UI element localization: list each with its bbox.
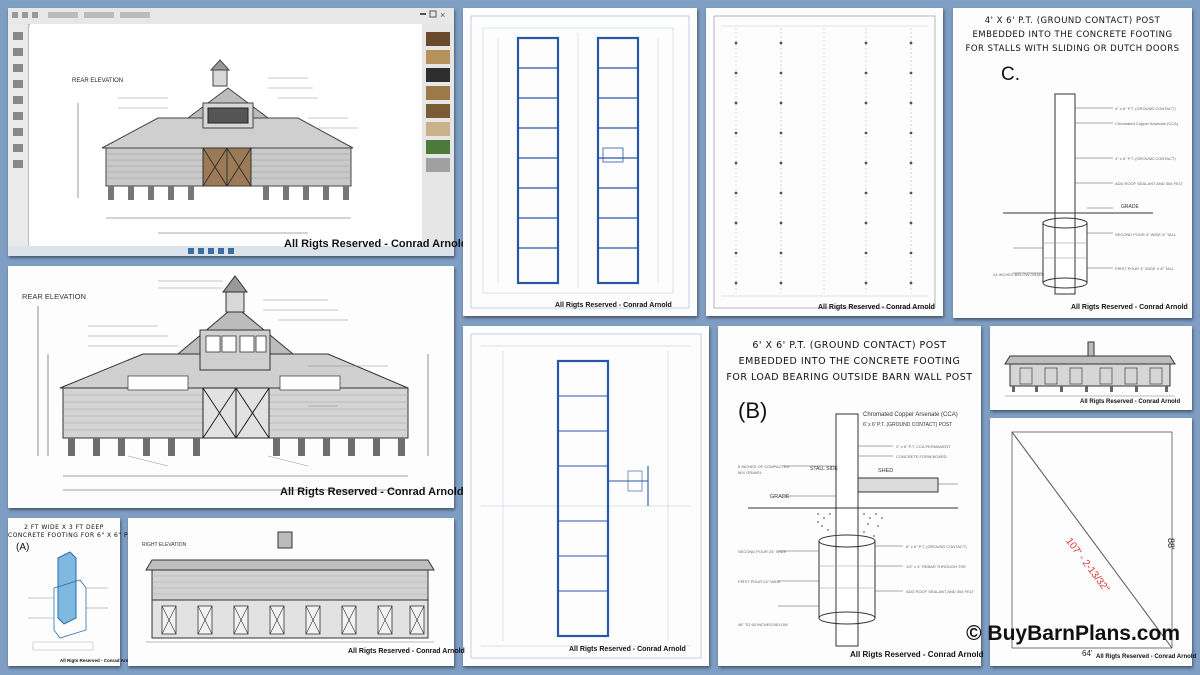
rear-elevation-drawing-large <box>37 275 429 491</box>
footing-detail-a-tile: 2 FT WIDE X 3 FT DEEP CONCRETE FOOTING F… <box>8 518 142 666</box>
floor-plan-tile-2: All Rigts Reserved - Conrad Arnold <box>463 326 709 666</box>
post-b-cca-label: Chromated Copper Arsenate (CCA) <box>863 412 958 418</box>
diagonal-dimension-tile: 107' - 2-13/32" 88' 64' All Rigts Reserv… <box>990 418 1196 666</box>
svg-text:SECOND POUR 24" WIDE: SECOND POUR 24" WIDE <box>738 549 787 554</box>
svg-text:×: × <box>440 10 445 20</box>
svg-text:ADD ROOF SEALANT AND 30# FELT: ADD ROOF SEALANT AND 30# FELT <box>906 589 975 594</box>
svg-text:6" x 6" P.T. (GROUND CONTACT): 6" x 6" P.T. (GROUND CONTACT) <box>906 544 967 549</box>
left-tool-icons <box>13 32 23 168</box>
floor-plan-drawing-2 <box>470 333 702 659</box>
post-b-stall-label: STALL SIDE <box>810 466 838 472</box>
watermark-4: All Rigts Reserved - Conrad Arnold <box>1071 304 1188 311</box>
app-right-panel <box>421 24 454 246</box>
svg-text:48" TO 60 INCHES BELOW: 48" TO 60 INCHES BELOW <box>738 622 788 627</box>
post-c-drawing: 4" x 6" P.T. (GROUND CONTACT) Chromated C… <box>993 93 1184 295</box>
watermark-8: All Rigts Reserved - Conrad Arnold <box>1080 399 1181 405</box>
right-elevation-tile: RIGHT ELEVATION All Rigts Reserved - Con… <box>128 518 465 666</box>
app-left-toolbar <box>8 24 29 246</box>
floor-plan-tile-1: All Rigts Reserved - Conrad Arnold <box>463 8 697 316</box>
watermark-3: All Rigts Reserved - Conrad Arnold <box>818 304 935 311</box>
footing-a-letter: (A) <box>16 542 30 553</box>
side-elevation-small-drawing <box>1004 341 1176 397</box>
post-b-title-1: 6' X 6' P.T. (GROUND CONTACT) POST <box>752 340 947 351</box>
footing-a-title-2: CONCRETE FOOTING FOR 6" X 6" POST <box>8 532 142 539</box>
post-detail-c-tile: 4' X 6' P.T. (GROUND CONTACT) POST EMBED… <box>953 8 1192 318</box>
post-b-letter: (B) <box>738 398 768 423</box>
post-b-title-2: EMBEDDED INTO THE CONCRETE FOOTING <box>738 356 961 367</box>
svg-text:4" x 6" P.T. (GROUND CONTACT): 4" x 6" P.T. (GROUND CONTACT) <box>1115 106 1176 111</box>
post-b-shed-label: SHED <box>878 468 894 474</box>
post-b-title-3: FOR LOAD BEARING OUTSIDE BARN WALL POST <box>726 372 973 383</box>
svg-text:SECOND POUR 4" WIDE 8" TALL: SECOND POUR 4" WIDE 8" TALL <box>1115 232 1177 237</box>
copyright-text: © BuyBarnPlans.com <box>966 622 1180 645</box>
svg-text:CONCRETE FORM BOARD: CONCRETE FORM BOARD <box>896 454 947 459</box>
right-elevation-drawing <box>145 531 435 643</box>
rear-elevation-drawing-small: REAR ELEVATION <box>8 24 454 256</box>
svg-text:REAR ELEVATION: REAR ELEVATION <box>72 78 123 84</box>
watermark-11: All Rigts Reserved - Conrad Arnold <box>348 648 465 655</box>
post-b-drawing: 2" x 6" P.T. CCA PERMANENT CONCRETE FORM … <box>738 413 975 647</box>
svg-text:24 INCHES BELOW GRADE: 24 INCHES BELOW GRADE <box>993 272 1045 277</box>
diagonal-width-label: 64' <box>1082 649 1093 658</box>
watermark-9: All Rigts Reserved - Conrad Arnold <box>1096 654 1197 660</box>
watermark-6: All Rigts Reserved - Conrad Arnold <box>569 646 686 653</box>
diagonal-drawing <box>1011 431 1173 649</box>
floor-plan-drawing-1 <box>470 15 690 309</box>
svg-text:2" x 6" P.T. CCA PERMANENT: 2" x 6" P.T. CCA PERMANENT <box>896 444 951 449</box>
watermark-7: All Rigts Reserved - Conrad Arnold <box>850 650 984 659</box>
watermark-5: All Rigts Reserved - Conrad Arnold <box>280 486 464 498</box>
diagonal-height-label: 88' <box>1166 538 1176 550</box>
software-screenshot-tile: × REAR ELEVATION <box>8 8 468 256</box>
svg-text:ADD ROOF SEALANT AND 30# FELT: ADD ROOF SEALANT AND 30# FELT <box>1115 181 1184 186</box>
svg-text:FIRST POUR 24" WIDE: FIRST POUR 24" WIDE <box>738 579 781 584</box>
side-elevation-small-tile: All Rigts Reserved - Conrad Arnold <box>990 326 1192 410</box>
watermark-2: All Rigts Reserved - Conrad Arnold <box>555 302 672 309</box>
right-elevation-label: RIGHT ELEVATION <box>142 542 187 548</box>
toolbar-icons: × <box>12 10 445 20</box>
svg-text:6 INCHES OF COMPACTED: 6 INCHES OF COMPACTED <box>738 464 790 469</box>
svg-text:Chromated Copper Arsenate (CCA: Chromated Copper Arsenate (CCA) <box>1115 121 1179 126</box>
watermark-1: All Rigts Reserved - Conrad Arnold <box>284 238 468 250</box>
svg-text:1/2" x 4" REBAR THROUGH THE: 1/2" x 4" REBAR THROUGH THE <box>906 564 966 569</box>
footing-a-drawing <box>28 551 108 651</box>
svg-text:4" x 6" P.T. (GROUND CONTACT): 4" x 6" P.T. (GROUND CONTACT) <box>1115 156 1176 161</box>
post-b-post-label: 6' x 6' P.T. (GROUND CONTACT) POST <box>863 422 953 428</box>
rear-elevation-label: REAR ELEVATION <box>22 292 86 301</box>
foundation-plan-tile: All Rigts Reserved - Conrad Arnold <box>706 8 943 316</box>
footing-a-title-1: 2 FT WIDE X 3 FT DEEP <box>24 524 104 531</box>
post-c-title-3: FOR STALLS WITH SLIDING OR DUTCH DOORS <box>965 44 1180 54</box>
post-detail-b-tile: 6' X 6' P.T. (GROUND CONTACT) POST EMBED… <box>718 326 984 666</box>
rear-elevation-tile: REAR ELEVATION <box>8 266 464 508</box>
post-c-letter: C. <box>1001 64 1020 85</box>
post-c-title-1: 4' X 6' P.T. (GROUND CONTACT) POST <box>984 16 1161 26</box>
svg-text:FIRST POUR 4" WIDE X 8" TALL: FIRST POUR 4" WIDE X 8" TALL <box>1115 266 1175 271</box>
post-c-title-2: EMBEDDED INTO THE CONCRETE FOOTING <box>972 30 1173 40</box>
material-swatches <box>426 32 450 172</box>
foundation-plan-drawing <box>713 15 936 309</box>
post-c-grade-label: GRADE <box>1121 204 1139 210</box>
post-b-grade-label: GRADE <box>770 494 790 500</box>
svg-text:MIX GRAVEL: MIX GRAVEL <box>738 470 763 475</box>
watermark-10: All Rigts Reserved - Conrad Arnold <box>60 658 136 663</box>
